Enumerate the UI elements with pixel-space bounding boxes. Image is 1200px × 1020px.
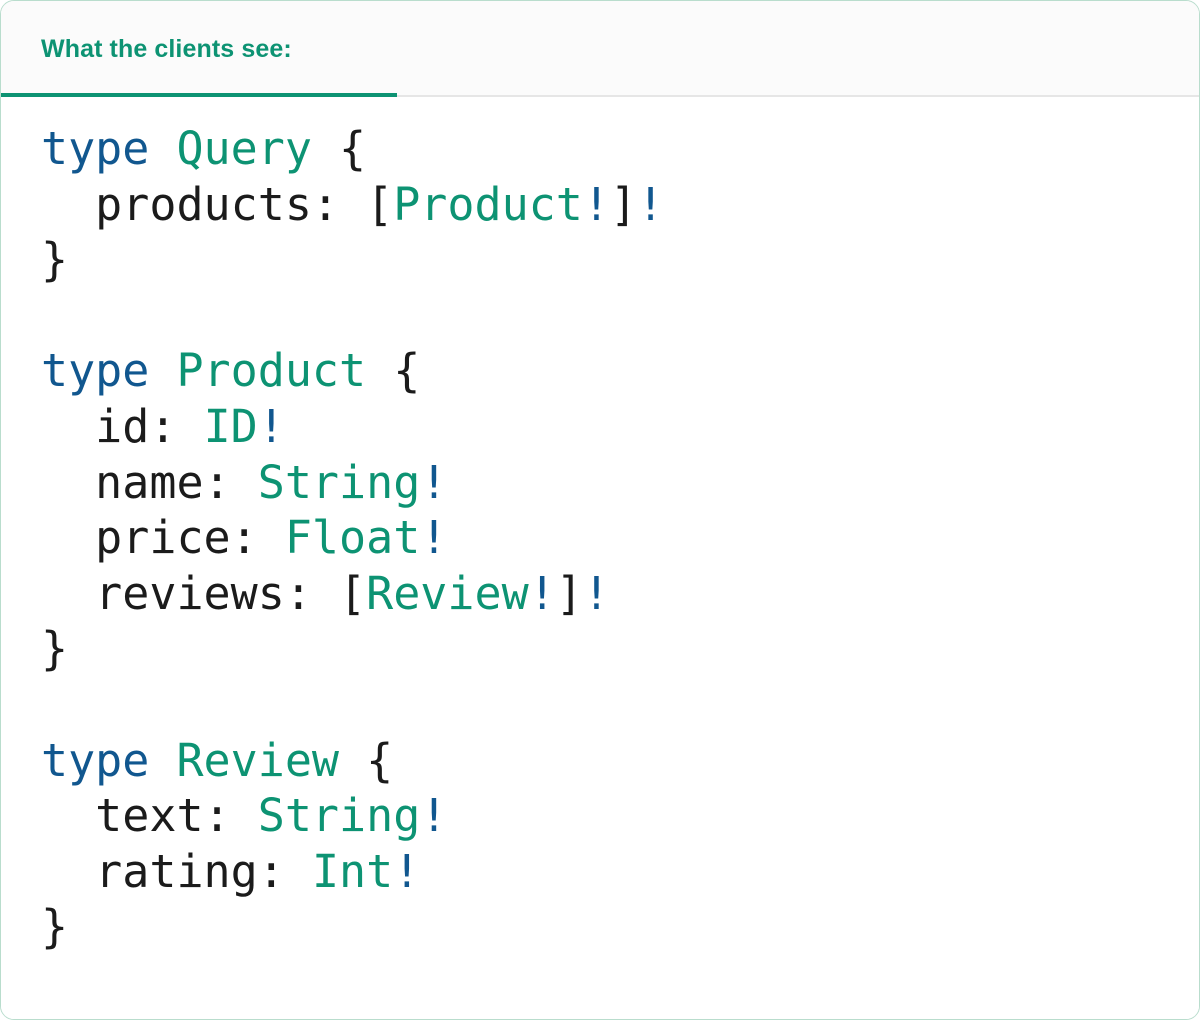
- code-token-field: products:: [41, 177, 367, 231]
- code-token-kw: type: [41, 733, 150, 787]
- code-token-bang: !: [528, 566, 556, 620]
- code-line: }: [41, 899, 1199, 955]
- code-token-plain: [149, 122, 176, 175]
- code-line: id: ID!: [41, 399, 1199, 455]
- code-line: }: [41, 621, 1199, 677]
- code-token-punct: }: [41, 622, 69, 676]
- code-line: type Review {: [41, 733, 1199, 789]
- code-token-bang: !: [582, 566, 610, 620]
- code-line: type Query {: [41, 121, 1199, 177]
- code-token-type: String: [257, 789, 421, 843]
- code-token-type: String: [257, 455, 421, 509]
- code-line: name: String!: [41, 455, 1199, 511]
- code-token-punct: ]: [609, 177, 638, 231]
- code-line: reviews: [Review!]!: [41, 566, 1199, 622]
- code-line: }: [41, 232, 1199, 288]
- code-token-punct: {: [366, 344, 421, 398]
- tab-strip-divider: [1, 95, 1199, 97]
- code-token-type: Query: [176, 122, 312, 175]
- code-token-field: price:: [41, 511, 285, 565]
- tab-what-the-clients-see[interactable]: What the clients see:: [1, 1, 397, 97]
- code-token-bang: !: [420, 455, 448, 509]
- code-line: ​: [41, 288, 1199, 344]
- tab-active-underline: [1, 93, 397, 97]
- code-line: ​: [41, 677, 1199, 733]
- code-line: price: Float!: [41, 510, 1199, 566]
- code-token-bang: !: [393, 844, 421, 898]
- code-token-type: ID: [203, 399, 258, 453]
- code-token-punct: {: [311, 122, 367, 175]
- code-token-type: Int: [311, 844, 394, 898]
- code-token-field: id:: [41, 399, 204, 453]
- code-line: type Product {: [41, 343, 1199, 399]
- code-token-field: name:: [41, 455, 258, 509]
- tab-label: What the clients see:: [41, 34, 292, 63]
- code-token-punct: {: [339, 733, 394, 787]
- code-token-plain: [149, 344, 176, 397]
- code-token-field: text:: [41, 789, 258, 843]
- code-token-type: Review: [176, 733, 340, 787]
- code-token-plain: [149, 734, 176, 787]
- code-token-type: Product: [393, 177, 583, 231]
- code-line: rating: Int!: [41, 844, 1199, 900]
- code-token-field: rating:: [41, 844, 312, 898]
- code-token-kw: type: [41, 344, 150, 398]
- code-token-type: Float: [284, 511, 421, 565]
- code-token-punct: [: [339, 566, 367, 620]
- code-token-type: Review: [366, 566, 529, 620]
- code-token-kw: type: [41, 122, 150, 175]
- graphql-schema-code[interactable]: type Query { products: [Product!]!}​type…: [1, 121, 1199, 955]
- tab-strip: What the clients see:: [1, 1, 1199, 97]
- code-token-bang: !: [257, 399, 285, 453]
- code-token-punct: [: [366, 177, 394, 231]
- code-token-type: Product: [176, 344, 367, 398]
- code-token-bang: !: [420, 511, 448, 565]
- code-token-punct: }: [41, 900, 69, 954]
- code-token-bang: !: [637, 177, 665, 231]
- code-line: text: String!: [41, 788, 1199, 844]
- code-area: type Query { products: [Product!]!}​type…: [1, 97, 1199, 1019]
- code-token-punct: }: [41, 233, 69, 287]
- code-token-punct: ]: [555, 566, 583, 620]
- code-token-bang: !: [420, 789, 448, 843]
- code-token-bang: !: [582, 177, 610, 231]
- code-line: products: [Product!]!: [41, 177, 1199, 233]
- code-token-field: reviews:: [41, 566, 340, 620]
